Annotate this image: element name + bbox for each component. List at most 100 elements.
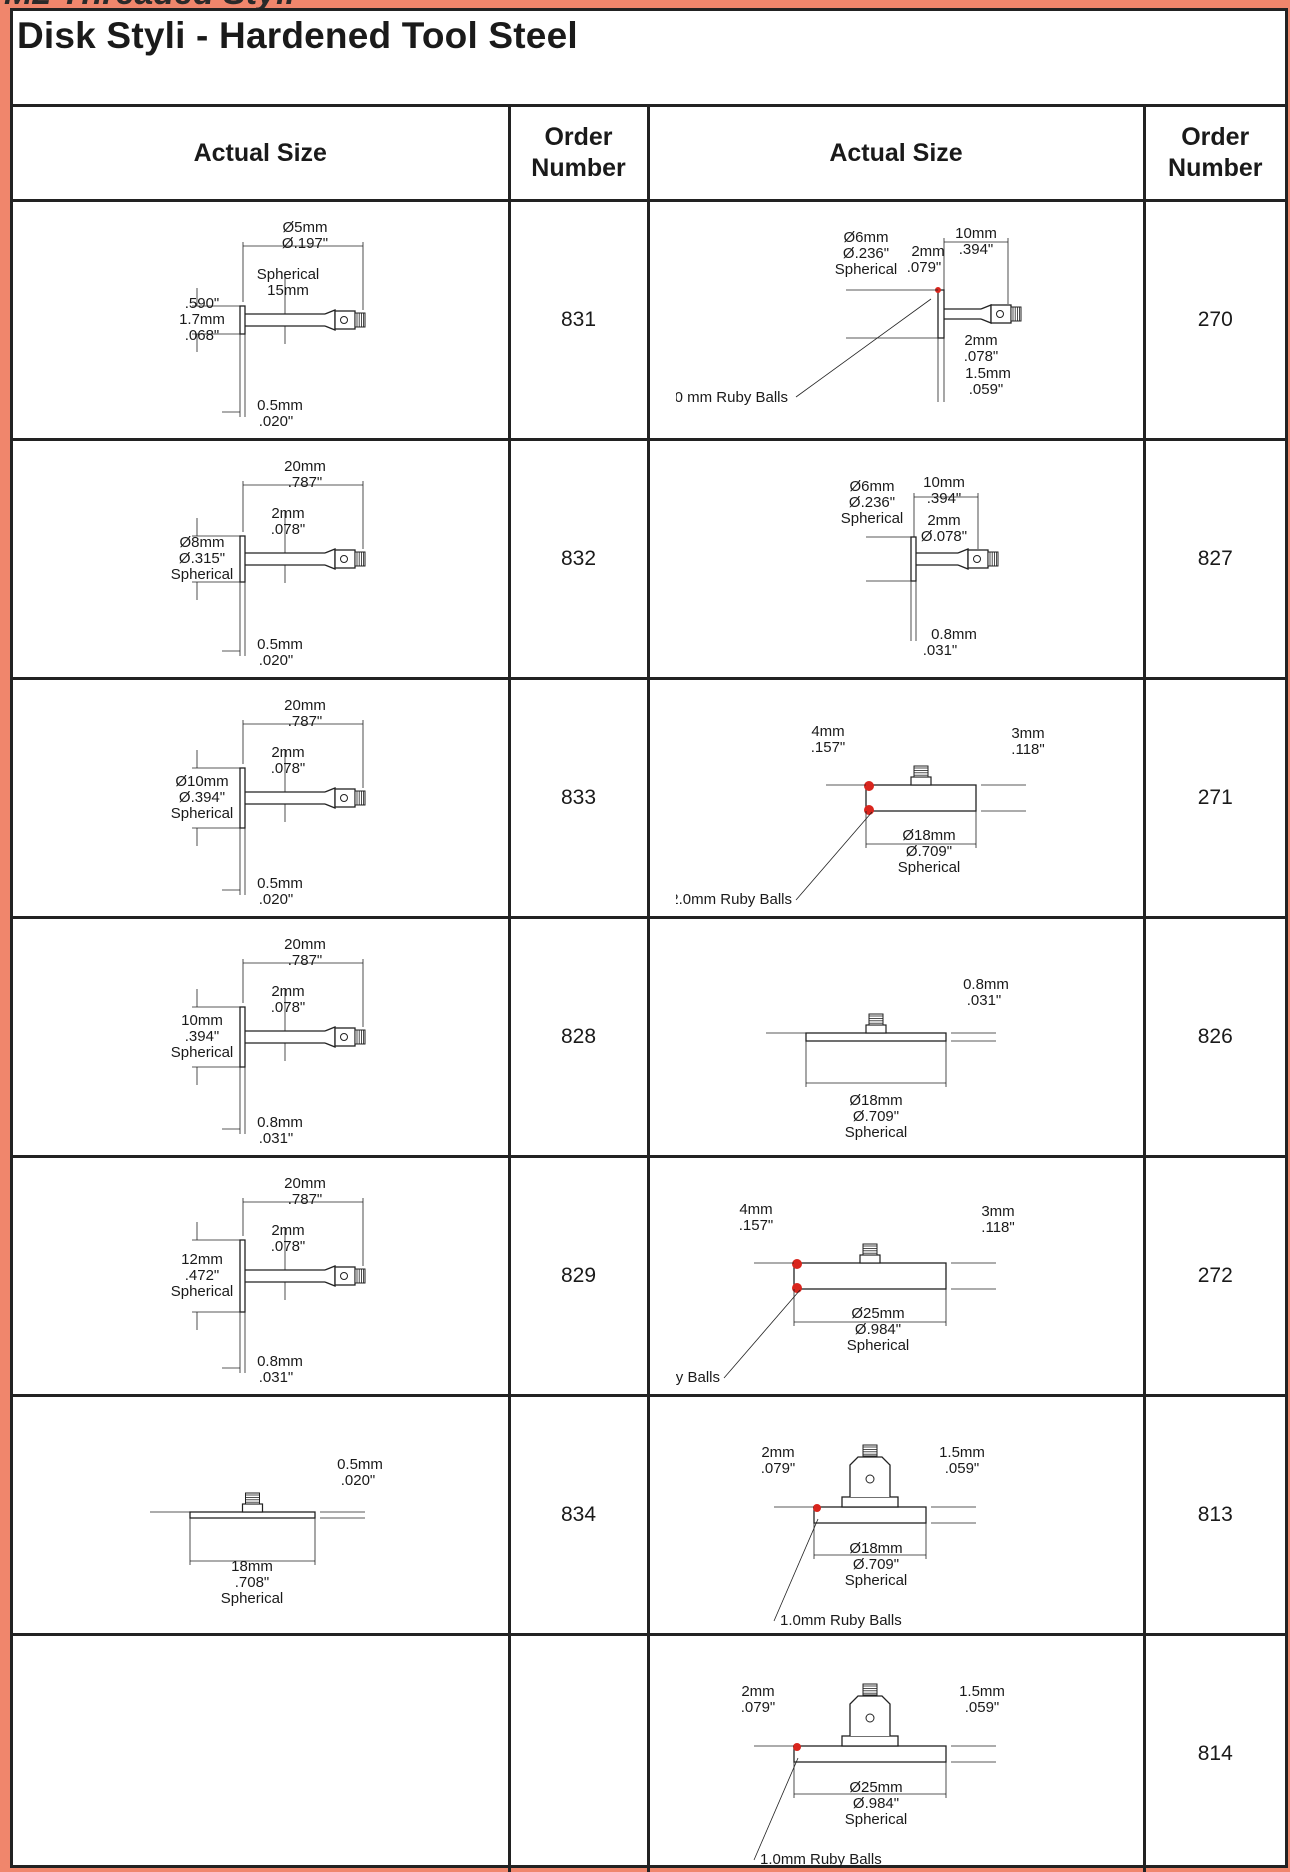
page-title: Disk Styli - Hardened Tool Steel [17,15,578,57]
dim-length-in: .394" [959,241,994,258]
stylus-drawing: 0.5mm.020"18mm.708"Spherical [40,1397,480,1633]
dim-stem-mm: 2mm [272,1222,305,1239]
ruby-ball-note: 2.0mm Ruby Balls [676,891,792,908]
ruby-ball-note: 1.0mm Ruby Balls [760,1851,882,1868]
dim-length-mm: 10mm [955,225,997,242]
order-number-right: 272 [1144,1157,1285,1396]
dim-disk-shape: .068" [185,327,220,344]
dim-length-in: .394" [927,490,962,507]
ruby-ball-note: 1.0mm Ruby Balls [780,1612,902,1629]
stylus-drawing-right: 4mm.157"3mm.118"Ø25mmØ.984"Spherical2.0m… [648,1157,1144,1396]
dim-ruby-offset-mm: 2mm [741,1683,774,1700]
dim-length-in: .787" [288,952,323,969]
dim-thickness-in: .020" [259,413,294,430]
col-header-actual-size-left: Actual Size [13,107,509,201]
dim-thickness-mm: 1.5mm [965,365,1011,382]
stylus-drawing: Ø5mmØ.197"Spherical15mm.590"1.7mm.068"0.… [40,202,480,438]
dim-thickness-mm: 0.8mm [257,1353,303,1370]
dim-disk-in: Ø.315" [179,550,225,567]
dim-disk-mm: .590" [185,295,220,312]
dim-ruby-offset-mm: 4mm [811,723,844,740]
order-number-left: 832 [509,440,648,679]
col-header-order-number-left: Order Number [509,107,648,201]
dim-disk-shape: Spherical [221,1590,284,1607]
dim-disk-mm: Ø25mm [851,1305,904,1322]
dim-length-mm: 20mm [284,1175,326,1192]
dim-disk-mm: 10mm [181,1012,223,1029]
stylus-drawing: Ø6mmØ.236"Spherical10mm.394"2mmØ.078"0.8… [676,441,1116,677]
dim-thickness-in: .031" [259,1130,294,1147]
dim-disk-in: 1.7mm [179,311,225,328]
stylus-drawing: 20mm.787"2mm.078"12mm.472"Spherical0.8mm… [40,1158,480,1394]
dim-stem-mm: Spherical [257,266,320,283]
dim-thickness-mm: 3mm [1011,725,1044,742]
dim-disk-in: .472" [185,1267,220,1284]
ruby-ball-note: 2.0mm Ruby Balls [676,1369,720,1386]
dim-stem-mm: 2mm [272,505,305,522]
dim-disk-in: .708" [235,1574,270,1591]
dim-stem-mm: 2mm [927,512,960,529]
dim-disk-in: Ø.984" [853,1795,899,1812]
dim-disk-shape: Spherical [835,261,898,278]
dim-length-in: .787" [288,1191,323,1208]
dim-disk-in: Ø.709" [853,1556,899,1573]
dim-disk-in: Ø.236" [843,245,889,262]
dim-stem-in: .078" [271,1238,306,1255]
dim-length-mm: 10mm [923,474,965,491]
dim-stem-in: .078" [271,760,306,777]
dim-offset-mm: 2mm [911,243,944,260]
dim-disk-in: Ø.394" [179,789,225,806]
order-number-right: 270 [1144,201,1285,440]
catalog-sheet: Disk Styli - Hardened Tool Steel Actual … [10,8,1288,1868]
stylus-drawing: 20mm.787"2mm.078"Ø8mmØ.315"Spherical0.5m… [40,441,480,677]
title-row: Disk Styli - Hardened Tool Steel [13,11,1285,107]
dim-stem-in: 15mm [267,282,309,299]
dim-thickness-mm: 1.5mm [959,1683,1005,1700]
dim-ruby-offset-mm: 2mm [761,1444,794,1461]
order-number-left: 833 [509,679,648,918]
dim-disk-shape: Spherical [845,1811,908,1828]
dim-disk-mm: Ø6mm [850,478,895,495]
order-number-right: 271 [1144,679,1285,918]
dim-disk-mm: Ø18mm [849,1092,902,1109]
dim-length-mm: 20mm [284,697,326,714]
dim-length-in: .787" [288,474,323,491]
dim-disk-mm: Ø25mm [849,1779,902,1796]
order-number-left: 834 [509,1396,648,1635]
stylus-drawing: 2mm.079"1.5mm.059"Ø25mmØ.984"Spherical1.… [676,1636,1116,1872]
dim-disk-shape: Spherical [171,566,234,583]
dim-length-mm: 20mm [284,936,326,953]
dim-thickness-in: .059" [965,1699,1000,1716]
dim-stem-in: Ø.078" [921,528,967,545]
dim-stem-mm: 2mm [272,744,305,761]
stylus-drawing: 20mm.787"2mm.078"10mm.394"Spherical0.8mm… [40,919,480,1155]
dim-ruby-offset-mm: 4mm [739,1201,772,1218]
dim-thickness-mm: 0.5mm [257,875,303,892]
stylus-drawing-left: 0.5mm.020"18mm.708"Spherical [13,1396,509,1635]
col-header-order-number-right: Order Number [1144,107,1285,201]
dim-thickness-mm: 0.8mm [931,626,977,643]
dim-disk-mm: Ø10mm [176,773,229,790]
order-number-right: 827 [1144,440,1285,679]
dim-disk-mm: 12mm [181,1251,223,1268]
dim-ruby-offset-in: .079" [761,1460,796,1477]
dim-thickness-in: .031" [259,1369,294,1386]
stylus-drawing: 20mm.787"2mm.078"Ø10mmØ.394"Spherical0.5… [40,680,480,916]
dim-stem-in: .078" [271,521,306,538]
order-number-left: 829 [509,1157,648,1396]
dim-disk-in: Ø.709" [906,843,952,860]
stylus-drawing-left [13,1635,509,1872]
ruby-ball-note: 1.0 mm Ruby Balls [676,389,788,406]
dim-thickness-in: .020" [259,891,294,908]
stylus-drawing: 4mm.157"3mm.118"Ø18mmØ.709"Spherical2.0m… [676,680,1116,916]
